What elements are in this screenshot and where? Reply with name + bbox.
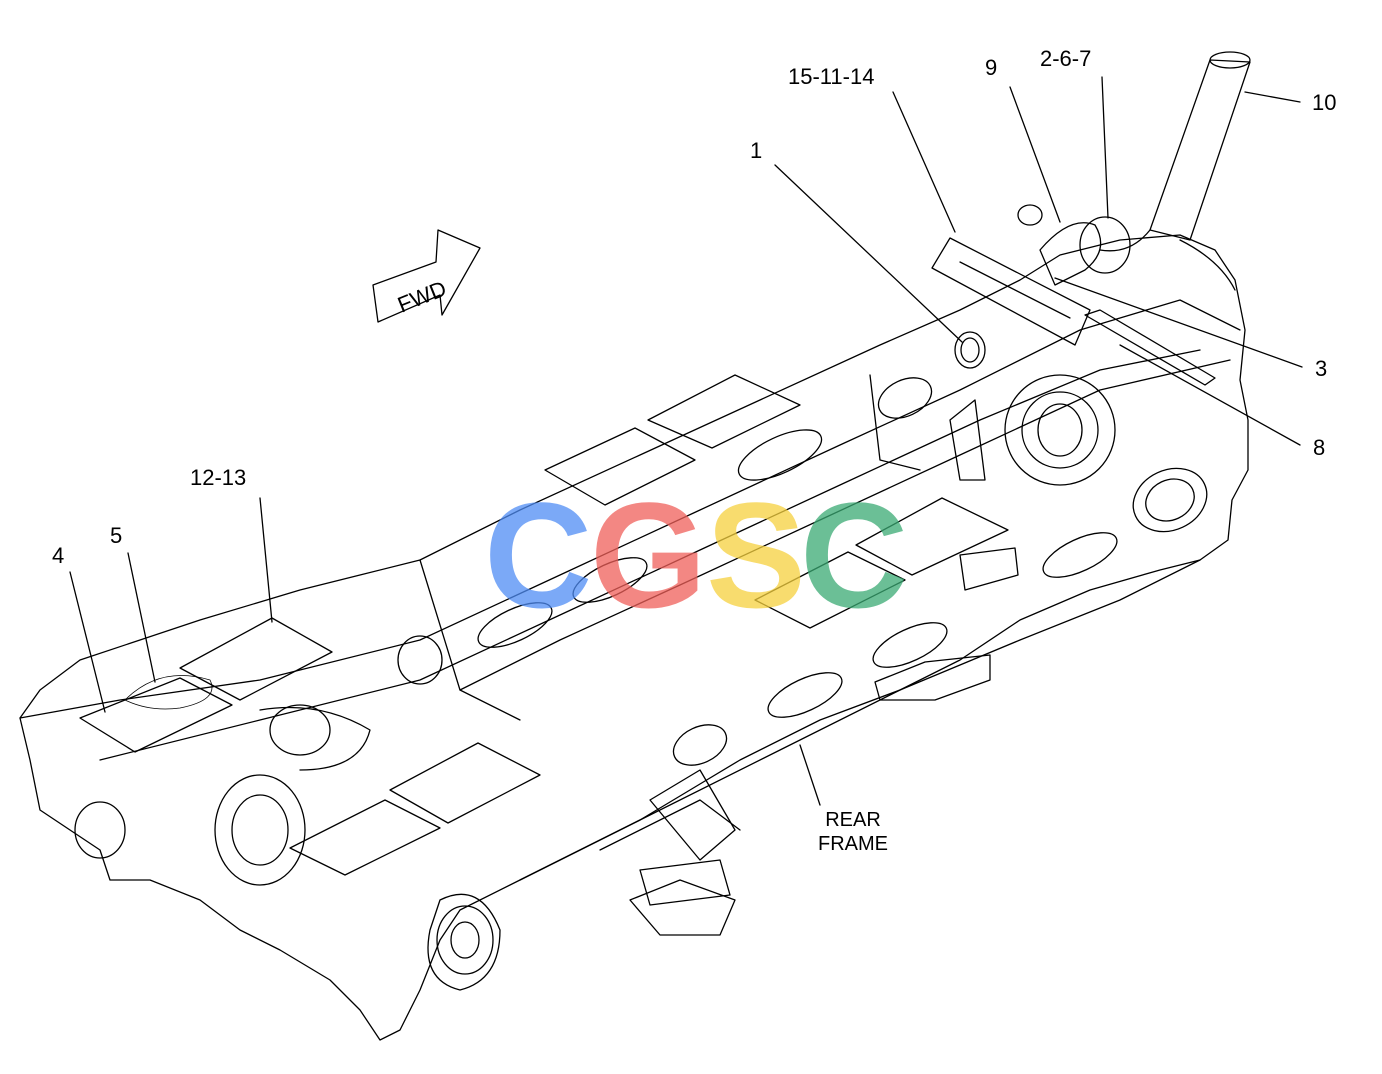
leader-8 [1119,344,1301,446]
callout-5: 5 [110,523,123,548]
cover-plate [544,427,696,506]
clamp-1 [954,331,986,369]
watermark-letter-s: S [706,471,807,639]
leader-5 [127,552,156,683]
cover-plate [79,677,233,753]
cover-plate [754,551,906,629]
leader-3 [1054,277,1303,368]
frame-outline [19,234,1249,1041]
callout-15-11-14: 15-11-14 [788,64,875,89]
watermark-letter-c1: C [484,471,593,639]
watermark-letter-c2: C [800,471,909,639]
callout-12-13: 12-13 [190,465,247,490]
callout-3: 3 [1315,356,1328,381]
bracket-15-11-14 [931,237,1091,346]
rear-frame-label-line1: REAR [825,809,881,831]
clamp-2-6-7 [1079,216,1131,274]
tube-10 [1149,59,1251,241]
leader-12-13 [259,497,273,623]
leader-2-6-7 [1101,76,1109,219]
leader-15-11-14 [892,91,956,233]
cover-plate [179,617,333,701]
leader-1 [774,164,963,343]
cover-plate [289,799,441,876]
watermark-letter-g: G [590,471,707,639]
rear-frame-label: REAR FRAME [808,808,898,856]
leader-rear-frame [799,744,821,806]
cover-plate [389,742,541,824]
callout-1: 1 [750,138,763,163]
rear-frame-label-line2: FRAME [818,833,888,855]
cover-plate [855,497,1009,576]
callout-9: 9 [985,55,998,80]
callout-8: 8 [1313,435,1326,460]
fwd-arrow: FWD [372,229,481,323]
cover-plate [647,374,801,449]
leader-4 [69,571,106,713]
callout-2-6-7: 2-6-7 [1040,46,1092,71]
callout-4: 4 [52,543,65,568]
elbow-9 [1039,222,1102,286]
leader-10 [1244,91,1301,103]
leader-9 [1009,86,1061,223]
callout-10: 10 [1312,90,1337,115]
